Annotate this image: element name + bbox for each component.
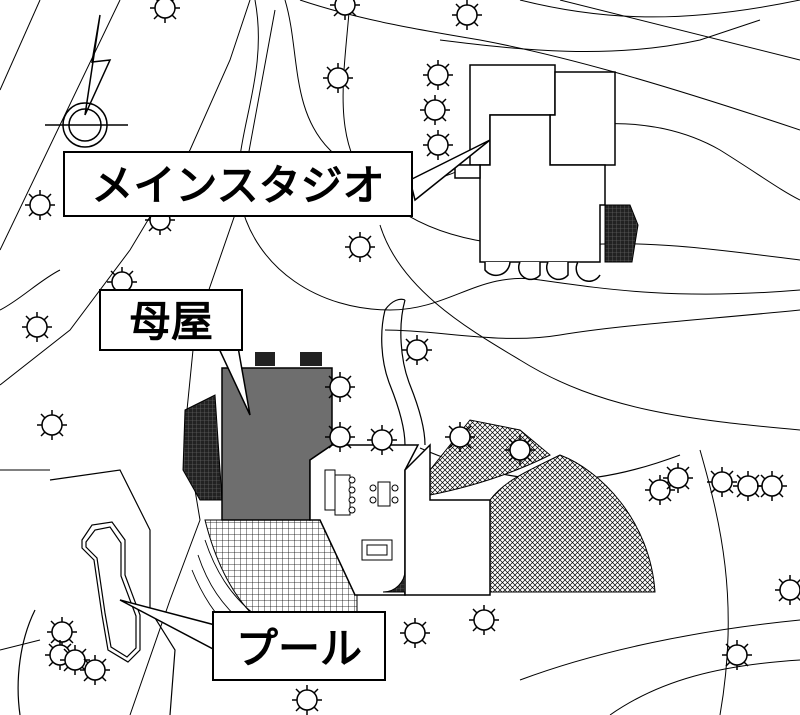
- callout-main-house: 母屋: [99, 289, 251, 416]
- main-house-building: [221, 352, 491, 596]
- callout-pool: プール: [119, 599, 386, 681]
- main-studio-building: [454, 64, 616, 282]
- label-main-house: 母屋: [129, 297, 213, 346]
- studio-dark-bay: [604, 204, 639, 263]
- north-arrow-icon: [45, 14, 128, 148]
- terrace-east: [489, 454, 656, 593]
- pool: [17, 469, 176, 715]
- label-pool: プール: [236, 624, 362, 673]
- label-main-studio: メインスタジオ: [91, 161, 384, 210]
- callout-main-studio: メインスタジオ: [63, 139, 491, 217]
- terrace-west: [204, 519, 358, 613]
- dark-terrace: [182, 394, 223, 501]
